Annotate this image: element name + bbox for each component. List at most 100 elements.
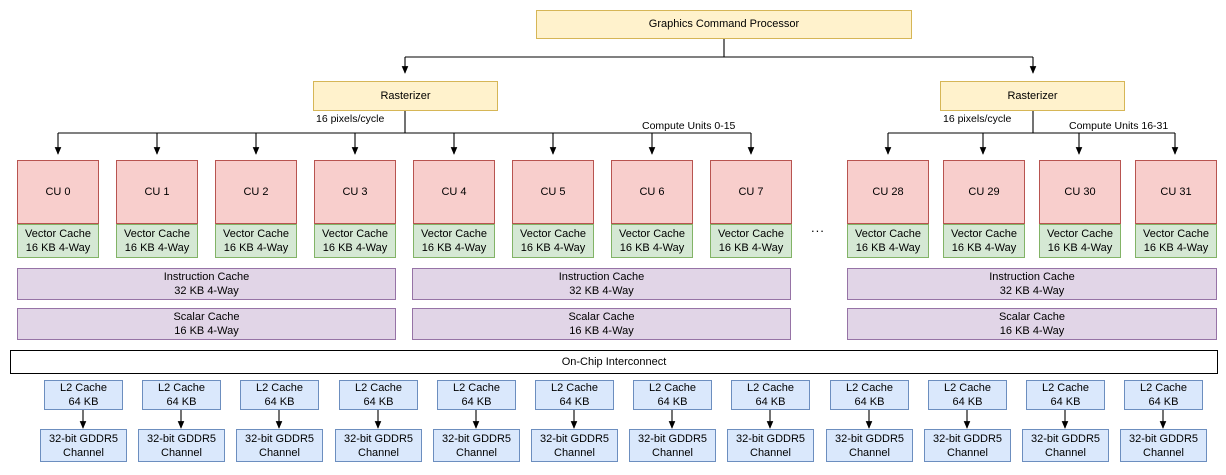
memory-channel-type: 32-bit GDDR5 [146,432,217,445]
vector-cache-size: 16 KB 4-Way [223,242,289,254]
l2-cache-name: L2 Cache [746,382,795,394]
l2-cache-size: 64 KB [264,396,295,408]
memory-channel-type: 32-bit GDDR5 [932,432,1003,445]
compute-unit-label: CU 5 [540,185,566,198]
l2-cache-name: L2 Cache [550,382,599,394]
memory-channel-type: 32-bit GDDR5 [1030,432,1101,445]
vector-cache-size: 16 KB 4-Way [855,242,921,254]
vector-cache-28: Vector Cache 16 KB 4-Way [847,224,929,258]
compute-unit-label: CU 6 [639,185,665,198]
vector-cache-size: 16 KB 4-Way [520,242,586,254]
compute-unit-label: CU 31 [1160,185,1192,198]
vector-cache-name: Vector Cache [321,228,389,240]
memory-channel-name: Channel [1143,446,1184,459]
rasterizer-label-left: Rasterizer [380,89,431,102]
l2-cache-name: L2 Cache [59,382,108,394]
rasterizer-rate-label-left: 16 pixels/cycle [315,113,386,125]
l2-cache-name: L2 Cache [1041,382,1090,394]
rasterizer-rate-label-right: 16 pixels/cycle [942,113,1013,125]
instruction-cache-group-1: Instruction Cache 32 KB 4-Way [17,268,396,300]
vector-cache-size: 16 KB 4-Way [951,242,1017,254]
compute-unit-2: CU 2 [215,160,297,224]
graphics-command-processor-label: Graphics Command Processor [648,18,800,30]
l2-cache-1: L2 Cache 64 KB [142,380,221,410]
gddr5-channel-0: 32-bit GDDR5 Channel [40,429,127,462]
graphics-command-processor-node: Graphics Command Processor [536,10,912,39]
rasterizer-node-right: Rasterizer [940,81,1125,111]
vector-cache-2: Vector Cache 16 KB 4-Way [215,224,297,258]
l2-cache-name: L2 Cache [943,382,992,394]
scalar-cache-group-1: Scalar Cache 16 KB 4-Way [17,308,396,340]
instruction-cache-name: Instruction Cache [163,271,250,283]
vector-cache-name: Vector Cache [1142,228,1210,240]
l2-cache-3: L2 Cache 64 KB [339,380,418,410]
compute-unit-6: CU 6 [611,160,693,224]
memory-channel-type: 32-bit GDDR5 [441,432,512,445]
l2-cache-size: 64 KB [755,396,786,408]
vector-cache-name: Vector Cache [222,228,290,240]
vector-cache-size: 16 KB 4-Way [1047,242,1113,254]
memory-channel-name: Channel [63,446,104,459]
on-chip-interconnect-label: On-Chip Interconnect [561,355,667,368]
vector-cache-size: 16 KB 4-Way [124,242,190,254]
memory-channel-name: Channel [259,446,300,459]
gddr5-channel-1: 32-bit GDDR5 Channel [138,429,225,462]
memory-channel-type: 32-bit GDDR5 [343,432,414,445]
l2-cache-0: L2 Cache 64 KB [44,380,123,410]
vector-cache-4: Vector Cache 16 KB 4-Way [413,224,495,258]
l2-cache-7: L2 Cache 64 KB [731,380,810,410]
compute-unit-3: CU 3 [314,160,396,224]
instruction-cache-group-3: Instruction Cache 32 KB 4-Way [847,268,1217,300]
vector-cache-name: Vector Cache [24,228,92,240]
compute-unit-1: CU 1 [116,160,198,224]
l2-cache-6: L2 Cache 64 KB [633,380,712,410]
gddr5-channel-6: 32-bit GDDR5 Channel [629,429,716,462]
scalar-cache-size: 16 KB 4-Way [174,325,239,337]
l2-cache-11: L2 Cache 64 KB [1124,380,1203,410]
l2-cache-size: 64 KB [657,396,688,408]
l2-cache-name: L2 Cache [157,382,206,394]
memory-channel-name: Channel [652,446,693,459]
scalar-cache-name: Scalar Cache [998,311,1066,323]
vector-cache-name: Vector Cache [123,228,191,240]
scalar-cache-name: Scalar Cache [173,311,240,323]
compute-unit-label: CU 29 [968,185,1000,198]
memory-channel-type: 32-bit GDDR5 [637,432,708,445]
l2-cache-name: L2 Cache [354,382,403,394]
instruction-cache-size: 32 KB 4-Way [569,285,634,297]
compute-unit-label: CU 30 [1064,185,1096,198]
l2-cache-9: L2 Cache 64 KB [928,380,1007,410]
gddr5-channel-10: 32-bit GDDR5 Channel [1022,429,1109,462]
compute-unit-31: CU 31 [1135,160,1217,224]
vector-cache-0: Vector Cache 16 KB 4-Way [17,224,99,258]
compute-unit-label: CU 0 [45,185,71,198]
scalar-cache-name: Scalar Cache [568,311,635,323]
l2-cache-4: L2 Cache 64 KB [437,380,516,410]
compute-unit-label: CU 2 [243,185,269,198]
vector-cache-name: Vector Cache [420,228,488,240]
compute-unit-29: CU 29 [943,160,1025,224]
l2-cache-5: L2 Cache 64 KB [535,380,614,410]
gddr5-channel-9: 32-bit GDDR5 Channel [924,429,1011,462]
l2-cache-size: 64 KB [166,396,197,408]
compute-unit-4: CU 4 [413,160,495,224]
vector-cache-3: Vector Cache 16 KB 4-Way [314,224,396,258]
l2-cache-10: L2 Cache 64 KB [1026,380,1105,410]
compute-units-group-label-right: Compute Units 16-31 [1068,120,1170,132]
vector-cache-1: Vector Cache 16 KB 4-Way [116,224,198,258]
memory-channel-type: 32-bit GDDR5 [244,432,315,445]
compute-unit-28: CU 28 [847,160,929,224]
l2-cache-name: L2 Cache [255,382,304,394]
compute-unit-label: CU 3 [342,185,368,198]
instruction-cache-name: Instruction Cache [558,271,645,283]
instruction-cache-group-2: Instruction Cache 32 KB 4-Way [412,268,791,300]
l2-cache-name: L2 Cache [648,382,697,394]
rasterizer-label-right: Rasterizer [1007,89,1058,102]
l2-cache-size: 64 KB [68,396,99,408]
memory-channel-name: Channel [161,446,202,459]
scalar-cache-group-3: Scalar Cache 16 KB 4-Way [847,308,1217,340]
l2-cache-size: 64 KB [854,396,885,408]
l2-cache-size: 64 KB [1050,396,1081,408]
vector-cache-5: Vector Cache 16 KB 4-Way [512,224,594,258]
